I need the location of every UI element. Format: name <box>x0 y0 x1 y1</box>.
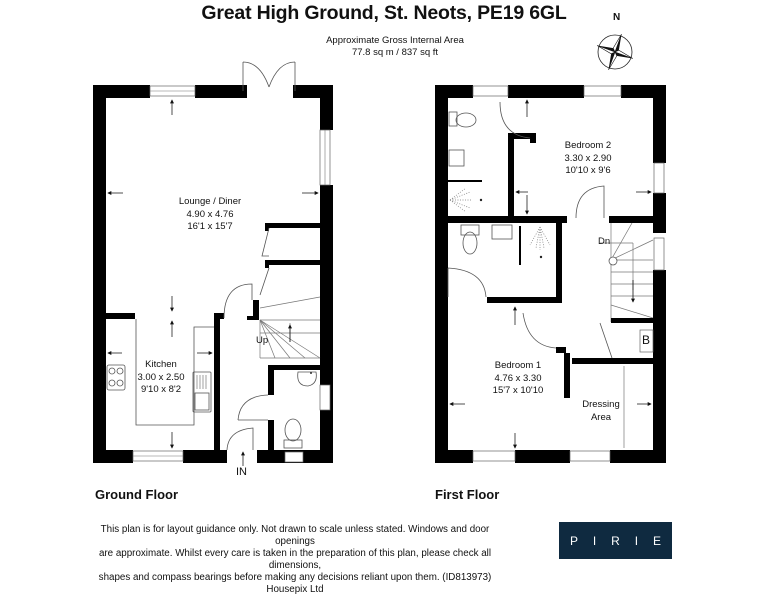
room-name: Kitchen <box>145 359 177 370</box>
room-lounge-diner: Lounge / Diner 4.90 x 4.76 16'1 x 15'7 <box>160 196 260 234</box>
room-bedroom-1: Bedroom 1 4.76 x 3.30 15'7 x 10'10 <box>483 360 553 398</box>
gross-internal-area: Approximate Gross Internal Area 77.8 sq … <box>300 35 490 59</box>
disclaimer: This plan is for layout guidance only. N… <box>80 524 510 596</box>
pirie-logo: P I R I E <box>559 522 672 559</box>
logo-letter: I <box>634 533 639 548</box>
logo-letter: I <box>592 533 597 548</box>
room-imperial: 10'10 x 9'6 <box>565 165 611 176</box>
compass-north-label: N <box>613 12 621 23</box>
area-value: 77.8 sq m / 837 sq ft <box>351 47 439 58</box>
room-kitchen: Kitchen 3.00 x 2.50 9'10 x 8'2 <box>128 359 194 397</box>
disclaimer-line: Housepix Ltd <box>266 584 324 595</box>
area-heading: Approximate Gross Internal Area <box>326 35 464 46</box>
disclaimer-line: are approximate. Whilst every care is ta… <box>98 548 492 571</box>
room-metric: 4.90 x 4.76 <box>186 208 234 220</box>
ground-floor-plan <box>93 61 333 466</box>
room-dressing-area: Dressing Area <box>576 399 626 424</box>
page-title: Great High Ground, St. Neots, PE19 6GL <box>201 2 567 24</box>
room-name-line2: Area <box>590 411 612 423</box>
boiler-label: B <box>642 333 651 347</box>
room-name: Dressing <box>582 399 620 410</box>
room-metric: 3.00 x 2.50 <box>137 371 185 383</box>
room-metric: 3.30 x 2.90 <box>564 152 612 164</box>
first-floor-label: First Floor <box>435 487 500 502</box>
disclaimer-line: shapes and compass bearings before makin… <box>98 572 492 583</box>
room-imperial: 16'1 x 15'7 <box>187 221 233 232</box>
disclaimer-line: This plan is for layout guidance only. N… <box>100 524 490 547</box>
stairs-down-label: Dn <box>598 236 611 247</box>
room-name: Lounge / Diner <box>178 196 242 207</box>
entrance-label: IN <box>236 466 247 478</box>
logo-letter: P <box>570 533 579 548</box>
logo-letter: R <box>611 533 620 548</box>
compass-rose-icon: N <box>590 12 650 78</box>
stairs-up-label: Up <box>256 335 269 346</box>
ground-floor-label: Ground Floor <box>95 487 179 502</box>
logo-letter: E <box>652 533 661 548</box>
room-imperial: 9'10 x 8'2 <box>140 384 182 395</box>
room-metric: 4.76 x 3.30 <box>494 372 542 384</box>
room-name: Bedroom 2 <box>564 140 612 151</box>
room-bedroom-2: Bedroom 2 3.30 x 2.90 10'10 x 9'6 <box>553 140 623 178</box>
floor-plans: .w { fill: #000; } .thin { fill: none; s… <box>93 61 666 466</box>
room-imperial: 15'7 x 10'10 <box>492 385 544 396</box>
room-name: Bedroom 1 <box>494 360 542 371</box>
first-floor-plan <box>435 85 666 463</box>
